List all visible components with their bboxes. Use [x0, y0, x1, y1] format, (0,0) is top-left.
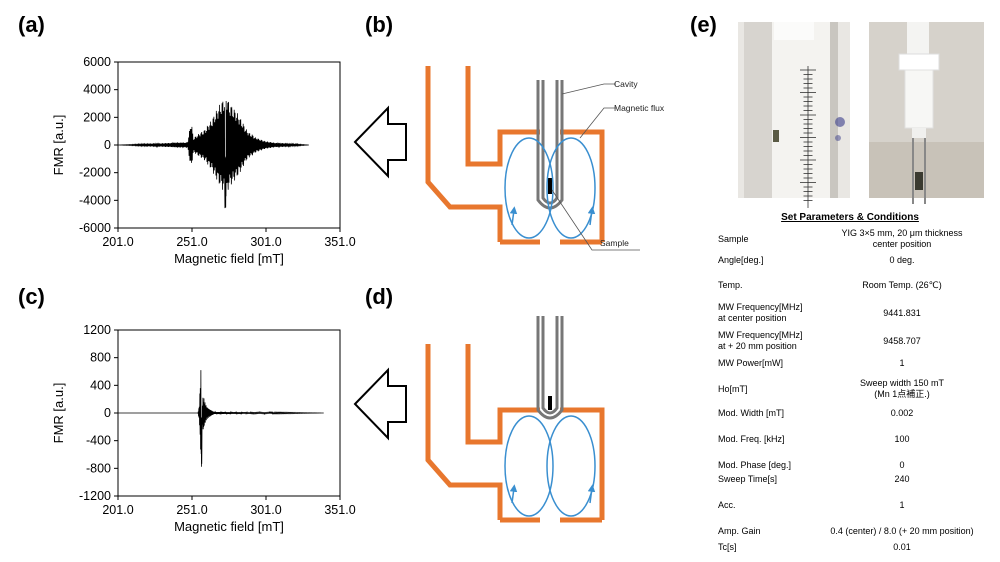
x-tick-label: 351.0	[324, 503, 355, 517]
cavity-diagram-b: Cavity Magnetic flux Sample	[425, 66, 665, 251]
cavity-diagram-d	[425, 316, 605, 523]
x-tick-label: 301.0	[250, 235, 281, 249]
param-name: Sweep Time[s]	[718, 474, 778, 484]
label-magnetic-flux: Magnetic flux	[614, 103, 665, 113]
y-tick-label: -1200	[79, 489, 111, 503]
param-name: Temp.	[718, 280, 743, 290]
sample-tube-photo	[869, 22, 984, 204]
waveguide	[425, 66, 605, 245]
photo-scale-illustration	[738, 22, 850, 208]
param-name: Amp. Gain	[718, 526, 761, 536]
fmr-series-line	[118, 370, 324, 467]
y-tick-label: 400	[90, 378, 111, 392]
y-tick-label: 2000	[83, 110, 111, 124]
param-value: 0	[899, 460, 905, 470]
y-tick-label: 0	[104, 406, 111, 420]
param-name: MW Frequency[MHz]at center position	[718, 302, 803, 323]
x-tick-label: 351.0	[324, 235, 355, 249]
param-value: 9441.831	[883, 307, 921, 318]
y-tick-label: 800	[90, 351, 111, 365]
arrow-left-icon	[353, 105, 407, 179]
param-value: 0 deg.	[889, 255, 915, 265]
param-value: 240	[894, 474, 910, 484]
param-name: MW Power[mW]	[718, 358, 783, 368]
panel-label-e: (e)	[690, 12, 717, 37]
x-tick-label: 251.0	[176, 503, 207, 517]
param-value: 1	[899, 500, 905, 510]
panel-label-c: (c)	[18, 284, 45, 309]
param-value: 0.01	[893, 542, 911, 552]
x-axis-title: Magnetic field [mT]	[174, 519, 284, 534]
panel-label-d: (d)	[365, 284, 394, 309]
param-value: 0.002	[890, 408, 914, 418]
param-name: Sample	[718, 233, 749, 244]
param-name: Mod. Width [mT]	[718, 408, 785, 418]
x-tick-label: 201.0	[102, 503, 133, 517]
sample-holder-scale-photo	[738, 22, 850, 208]
photo-tube-illustration	[869, 22, 984, 204]
y-axis-title: FMR [a.u.]	[51, 115, 66, 176]
x-tick-label: 251.0	[176, 235, 207, 249]
param-name: Ho[mT]	[718, 383, 748, 394]
param-name: MW Frequency[MHz]at + 20 mm position	[718, 330, 803, 351]
y-tick-label: -6000	[79, 221, 111, 235]
param-value: Room Temp. (26℃)	[862, 280, 942, 290]
y-tick-label: 4000	[83, 83, 111, 97]
panel-label-a: (a)	[18, 12, 45, 37]
param-value: Sweep width 150 mT(Mn 1点補正.)	[859, 378, 945, 399]
param-value: 100	[894, 434, 910, 444]
sample	[548, 178, 552, 194]
y-tick-label: -2000	[79, 166, 111, 180]
params-title: Set Parameters & Conditions	[781, 212, 919, 223]
param-name: Acc.	[718, 500, 736, 510]
y-tick-label: -800	[86, 461, 111, 475]
sample	[548, 396, 552, 410]
param-name: Tc[s]	[718, 542, 737, 552]
y-tick-label: -400	[86, 434, 111, 448]
param-name: Mod. Freq. [kHz]	[718, 434, 785, 444]
y-tick-label: 0	[104, 138, 111, 152]
x-tick-label: 301.0	[250, 503, 281, 517]
arrow-left-icon	[353, 367, 407, 441]
label-sample: Sample	[600, 238, 629, 248]
fmr-series-line	[118, 101, 309, 209]
waveguide	[425, 344, 605, 523]
param-value: 1	[899, 358, 905, 368]
label-cavity: Cavity	[614, 79, 638, 89]
panel-label-b: (b)	[365, 12, 394, 37]
x-tick-label: 201.0	[102, 235, 133, 249]
param-name: Angle[deg.]	[718, 255, 764, 265]
y-tick-label: 1200	[83, 323, 111, 337]
y-tick-label: -4000	[79, 193, 111, 207]
x-axis-title: Magnetic field [mT]	[174, 251, 284, 266]
sample-tube	[536, 80, 564, 210]
magnetic-flux-lines	[504, 137, 596, 239]
param-value: 0.4 (center) / 8.0 (+ 20 mm position)	[830, 526, 974, 536]
magnetic-flux-lines	[504, 415, 596, 517]
param-name: Mod. Phase [deg.]	[718, 460, 792, 470]
diagram-leader-lines	[551, 83, 640, 251]
param-value: 9458.707	[883, 335, 921, 346]
y-axis-title: FMR [a.u.]	[51, 383, 66, 444]
y-tick-label: 6000	[83, 55, 111, 69]
sample-tube	[536, 316, 564, 420]
